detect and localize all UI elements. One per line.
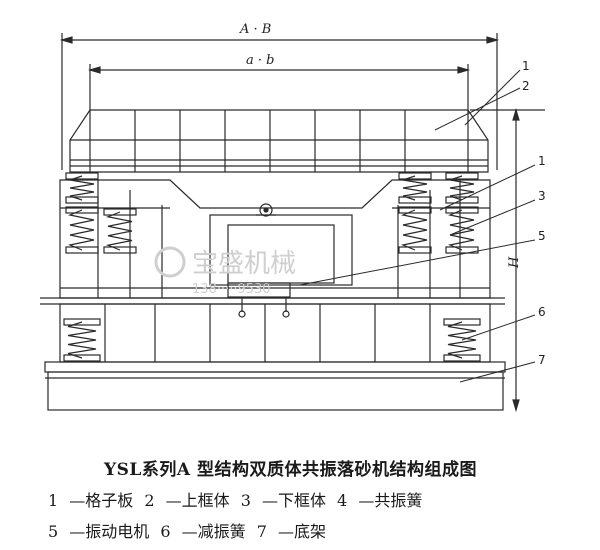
callout-5: 5 [538,229,546,243]
callout-7: 7 [538,353,546,367]
resonance-spring [65,172,99,204]
legend-line-2: 5 —振动电机 6 —减振簧 7 —底架 [48,522,326,541]
lower-frame [40,179,505,305]
damping-springs [63,318,481,362]
dimension-height [470,107,545,413]
structure-drawing: 宝盛机械 138·····9530 A · B a · b H 1 2 1 3 … [40,22,546,413]
callout-1-top: 1 [522,59,530,73]
resonance-spring [65,206,99,254]
dimension-frame-width [87,64,471,110]
resonance-spring [103,208,137,254]
callout-1-side: 1 [538,154,546,168]
resonance-spring [445,172,479,204]
dimension-overall-width [59,33,500,170]
resonance-spring [398,206,432,254]
resonance-springs [65,172,479,254]
watermark-phone: 138·····9530 [192,282,271,297]
dimension-height-label: H [507,256,522,269]
upper-frame [69,109,489,173]
damping-spring [443,318,481,362]
watermark-brand: 宝盛机械 [192,249,296,279]
resonance-spring [445,206,479,254]
leader-lines [299,69,536,383]
callout-3: 3 [538,189,546,203]
damping-spring [63,318,101,362]
resonance-spring [398,172,432,204]
watermark: 宝盛机械 138·····9530 [154,246,296,297]
callout-6: 6 [538,305,546,319]
figure-title: YSL系列A 型结构双质体共振落砂机结构组成图 [104,460,477,480]
callout-2: 2 [522,79,530,93]
dimension-overall-width-label: A · B [239,22,271,37]
dimension-frame-width-label: a · b [246,53,274,68]
legend-line-1: 1 —格子板 2 —上框体 3 —下框体 4 —共振簧 [48,491,423,510]
base-frame [44,303,506,411]
